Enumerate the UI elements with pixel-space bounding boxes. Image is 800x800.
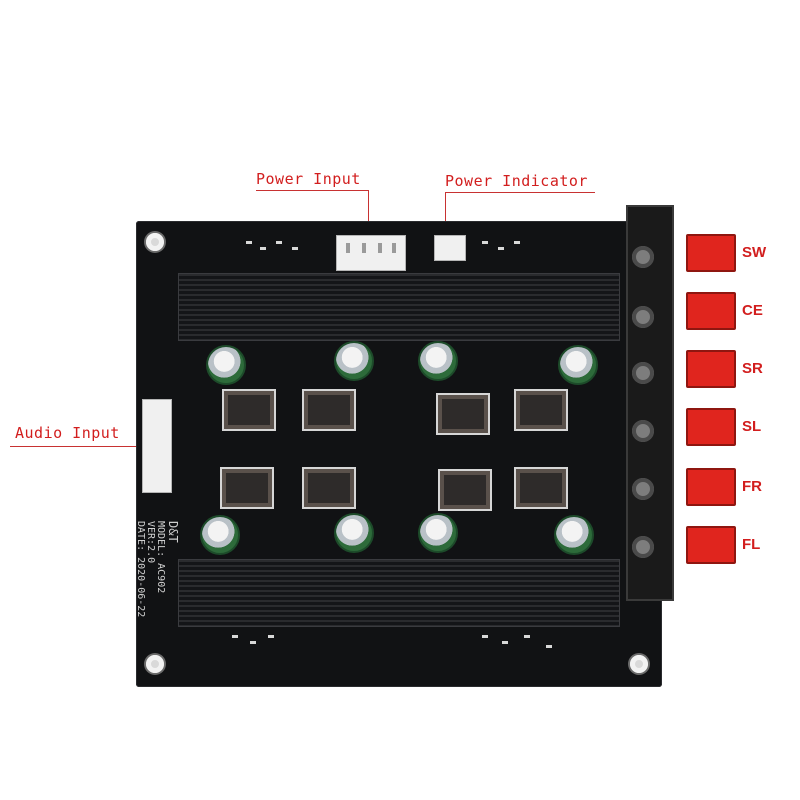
smd-component — [524, 635, 530, 638]
capacitor — [334, 341, 374, 381]
inductor — [514, 389, 568, 431]
smd-component — [268, 635, 274, 638]
terminal-screw — [632, 420, 654, 442]
inductor — [222, 389, 276, 431]
board-brand: D&T — [166, 521, 180, 543]
terminal-sr — [686, 350, 736, 388]
terminal-sl — [686, 408, 736, 446]
terminal-screw — [632, 362, 654, 384]
audio-input-underline — [10, 446, 138, 447]
capacitor — [554, 515, 594, 555]
smd-component — [482, 241, 488, 244]
smd-component — [502, 641, 508, 644]
capacitor — [206, 345, 246, 385]
capacitor — [418, 513, 458, 553]
inductor — [220, 467, 274, 509]
smd-component — [232, 635, 238, 638]
smd-component — [482, 635, 488, 638]
board-date: DATE: 2020-06-22 — [135, 521, 146, 618]
mounting-hole-bottom-right — [630, 655, 648, 673]
power-input-underline — [256, 190, 368, 191]
board-version: VER:2.0 — [145, 521, 156, 564]
terminal-screw — [632, 478, 654, 500]
connector-pin — [378, 243, 382, 253]
speaker-terminal-block — [626, 205, 674, 601]
smd-component — [250, 641, 256, 644]
terminal-screw — [632, 306, 654, 328]
power-input-connector — [336, 235, 406, 271]
inductor — [438, 469, 492, 511]
inductor — [436, 393, 490, 435]
power-input-leader — [368, 190, 369, 236]
terminal-fl — [686, 526, 736, 564]
terminal-label-sw: SW — [742, 244, 767, 261]
terminal-fr — [686, 468, 736, 506]
audio-input-label: Audio Input — [15, 424, 120, 442]
heatsink-top — [178, 273, 620, 341]
terminal-label-sr: SR — [742, 360, 763, 377]
terminal-label-fl: FL — [742, 536, 761, 553]
power-indicator-leader — [445, 192, 446, 234]
terminal-sw — [686, 234, 736, 272]
power-indicator-label: Power Indicator — [445, 172, 588, 190]
capacitor — [558, 345, 598, 385]
smd-component — [498, 247, 504, 250]
terminal-screw — [632, 246, 654, 268]
terminal-label-sl: SL — [742, 418, 762, 435]
smd-component — [276, 241, 282, 244]
smd-component — [514, 241, 520, 244]
inductor — [302, 389, 356, 431]
terminal-screw — [632, 536, 654, 558]
smd-component — [292, 247, 298, 250]
smd-component — [246, 241, 252, 244]
capacitor — [334, 513, 374, 553]
capacitor — [418, 341, 458, 381]
power-input-label: Power Input — [256, 170, 361, 188]
amplifier-board: D&T MODEL: AC902 VER:2.0 DATE: 2020-06-2… — [135, 221, 662, 687]
terminal-ce — [686, 292, 736, 330]
mounting-hole-top-left — [146, 233, 164, 251]
capacitor — [200, 515, 240, 555]
board-model: MODEL: AC902 — [155, 521, 166, 594]
smd-component — [546, 645, 552, 648]
terminal-label-fr: FR — [742, 478, 762, 495]
connector-pin — [392, 243, 396, 253]
power-indicator-underline — [445, 192, 595, 193]
inductor — [302, 467, 356, 509]
terminal-label-ce: CE — [742, 302, 763, 319]
power-indicator-connector — [434, 235, 466, 261]
connector-pin — [362, 243, 366, 253]
connector-pin — [346, 243, 350, 253]
mounting-hole-bottom-left — [146, 655, 164, 673]
smd-component — [260, 247, 266, 250]
inductor — [514, 467, 568, 509]
audio-input-connector — [142, 399, 172, 493]
heatsink-bottom — [178, 559, 620, 627]
